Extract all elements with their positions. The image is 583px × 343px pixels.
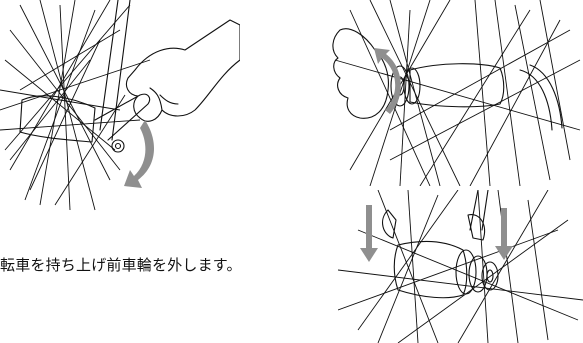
skewer-nut (481, 261, 499, 291)
brake-cable (519, 64, 563, 131)
fork-blade (99, 0, 131, 141)
down-arrow-icon (360, 205, 378, 262)
wheel-spokes (0, 0, 151, 211)
wheel-spokes (334, 0, 581, 186)
fork-blade (469, 190, 489, 231)
fork-dropout (467, 214, 486, 241)
skewer-nut (390, 65, 410, 107)
fork-dropout (382, 209, 397, 239)
rotate-arrow-icon (124, 120, 155, 188)
illustration-open-quick-release (0, 0, 240, 212)
down-arrow-icon (495, 208, 513, 260)
hand (332, 28, 389, 119)
quick-release-lever (94, 93, 151, 141)
hub (393, 240, 468, 299)
hand (125, 19, 240, 122)
instruction-caption: 転車を持ち上げ前車輪を外します。 (0, 256, 242, 274)
illustration-remove-wheel (338, 190, 583, 343)
skewer-nut (111, 139, 125, 153)
hub (19, 95, 96, 143)
counterclockwise-arrow-icon (374, 48, 401, 114)
hub (409, 63, 505, 108)
wheel-spokes (338, 190, 583, 343)
illustration-loosen-nut (330, 0, 583, 186)
